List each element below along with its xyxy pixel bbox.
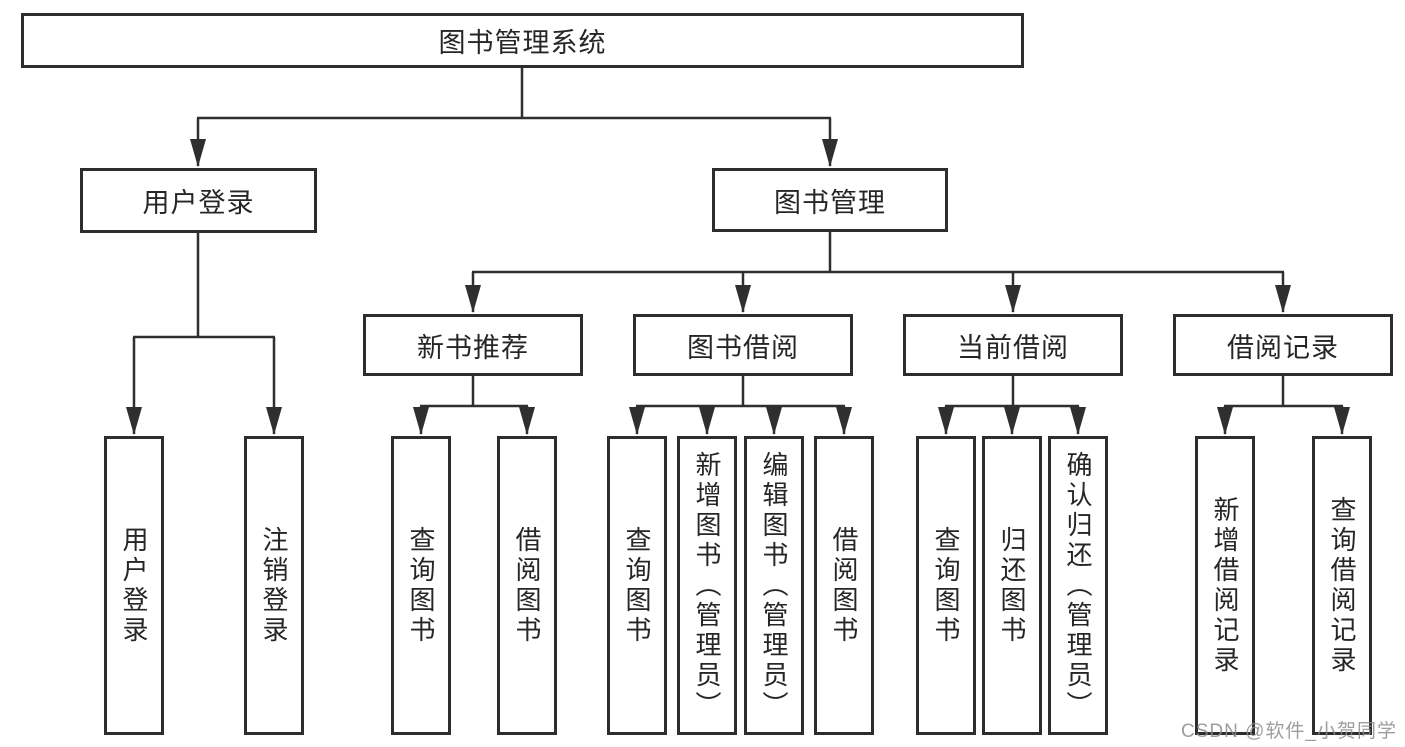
node-root-library-system: 图书管理系统 [21,13,1024,68]
leaf-borrow-books-borrowing: 借阅图书 [814,436,874,735]
leaf-query-books-borrowing: 查询图书 [607,436,667,735]
leaf-logout: 注销登录 [244,436,304,735]
leaf-query-books-recommend: 查询图书 [391,436,451,735]
node-user-login: 用户登录 [80,168,317,233]
node-current-borrowing: 当前借阅 [903,314,1123,376]
leaf-borrow-books-recommend: 借阅图书 [497,436,557,735]
leaf-add-borrow-record: 新增借阅记录 [1195,436,1255,735]
node-borrow-records: 借阅记录 [1173,314,1393,376]
leaf-return-books: 归还图书 [982,436,1042,735]
leaf-confirm-return-admin: 确认归还（管理员） [1048,436,1108,735]
watermark: CSDN @软件_小贺同学 [1181,721,1397,742]
node-book-borrowing: 图书借阅 [633,314,853,376]
leaf-query-books-current: 查询图书 [916,436,976,735]
leaf-query-borrow-record: 查询借阅记录 [1312,436,1372,735]
leaf-user-login: 用户登录 [104,436,164,735]
node-book-management: 图书管理 [712,168,948,232]
leaf-edit-books-admin: 编辑图书（管理员） [744,436,804,735]
leaf-add-books-admin: 新增图书（管理员） [677,436,737,735]
node-new-book-recommend: 新书推荐 [363,314,583,376]
